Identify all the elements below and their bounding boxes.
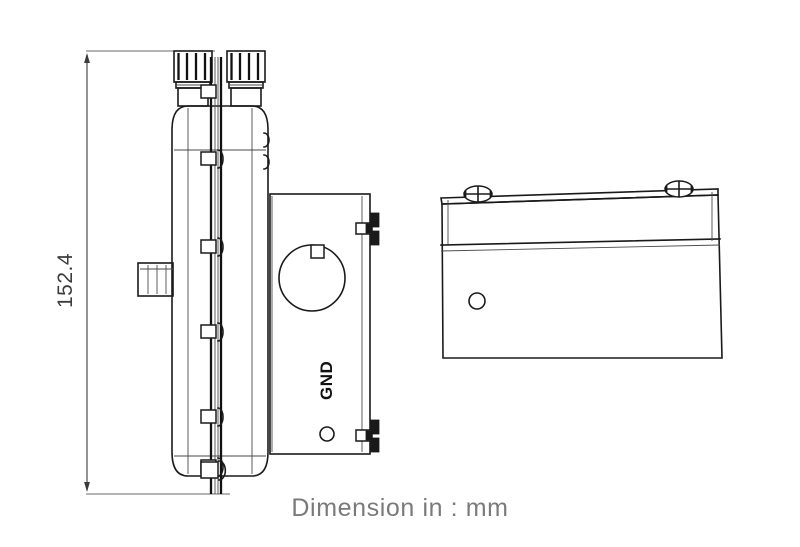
bracket-lower-plate-b	[369, 437, 380, 453]
screw-left-shade-b	[489, 189, 493, 199]
slotted-screw-left	[463, 185, 493, 203]
rail-foot	[200, 460, 227, 481]
round-port-notch	[310, 244, 325, 259]
caption-dimension-unit: Dimension in : mm	[291, 494, 508, 522]
bracket-lower-boss	[365, 430, 373, 441]
seam-line-upper	[440, 238, 721, 246]
body-bump-2	[263, 154, 270, 170]
end-view	[440, 180, 723, 359]
screw-left-shade-a	[463, 189, 467, 199]
gland-left-cap	[173, 50, 213, 83]
screw-right-shade-b	[690, 184, 694, 194]
arrowhead-top	[84, 53, 90, 63]
enclosure-face-outline	[441, 194, 723, 359]
arrowhead-bottom	[84, 482, 90, 492]
bracket-lower-plate-a	[369, 419, 380, 435]
nozzle-body	[137, 262, 174, 297]
rail-foot-tab	[200, 461, 219, 479]
bracket-upper	[355, 212, 380, 246]
rail-tab-3	[200, 324, 217, 339]
enclosure-outline	[269, 193, 371, 455]
rail-lug-3	[217, 322, 224, 342]
enclosure-lid-band	[440, 188, 719, 205]
seam-line-lower	[440, 244, 721, 252]
mounting-rail	[200, 57, 224, 494]
rail-tab-4	[200, 409, 217, 424]
dimension-overall-height: 152.4	[54, 50, 230, 495]
ground-label: GND	[317, 361, 336, 400]
bracket-upper-boss	[365, 223, 373, 234]
gland-right-cap	[226, 50, 266, 83]
rail-foot-lug	[218, 460, 227, 481]
rail-tab-2	[200, 239, 217, 254]
vent-hole	[468, 292, 486, 310]
rail-lug-2	[217, 237, 224, 257]
bracket-upper-plate-a	[369, 212, 380, 228]
ground-screw-hole	[319, 426, 335, 442]
side-view: GND	[137, 50, 380, 494]
rail-lug-5	[217, 457, 224, 477]
bracket-upper-plate-b	[369, 230, 380, 246]
side-nozzle	[137, 262, 174, 297]
dimension-label-152-4: 152.4	[54, 253, 77, 308]
body-bump-1	[263, 132, 270, 148]
rail-tab-1	[200, 151, 217, 166]
gland-right-neck	[230, 87, 262, 107]
rail-lug-4	[217, 407, 224, 427]
cable-gland-right	[226, 50, 266, 107]
screw-right-shade-a	[664, 184, 668, 194]
bracket-lower	[355, 419, 380, 453]
rail-lug-1	[217, 149, 224, 169]
body-outline	[171, 105, 269, 477]
enclosure-box: GND	[269, 193, 371, 455]
rail-tab-0	[200, 84, 217, 99]
slotted-screw-right	[664, 180, 694, 198]
